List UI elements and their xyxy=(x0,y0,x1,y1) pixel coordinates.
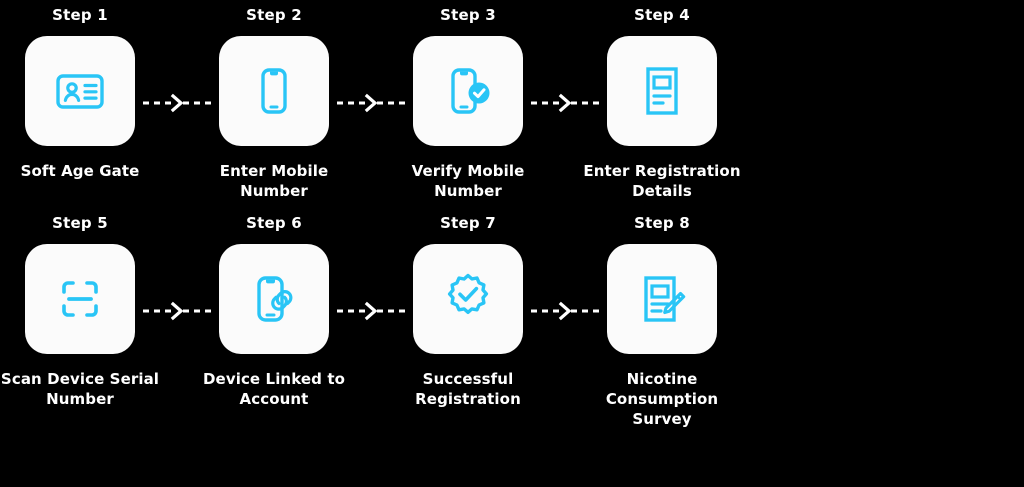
step-6-label: Device Linked to Account xyxy=(203,370,345,408)
connector-7-8 xyxy=(531,256,599,366)
phone-check-icon xyxy=(440,63,496,119)
step-3-icon-card[interactable] xyxy=(413,36,523,146)
connector-3-4 xyxy=(531,48,599,158)
step-8-number: Step 8 xyxy=(634,214,690,232)
step-1-label: Soft Age Gate xyxy=(20,162,140,180)
connector-5-6 xyxy=(143,256,211,366)
step-3-number: Step 3 xyxy=(440,6,496,24)
step-7-label: Successful Registration xyxy=(415,370,521,408)
step-6-icon-card[interactable] xyxy=(219,244,329,354)
step-2-icon-card[interactable] xyxy=(219,36,329,146)
step-4-label: Enter Registration Details xyxy=(583,162,741,200)
step-4-icon-card[interactable] xyxy=(607,36,717,146)
flow-rows: Step 1 Soft Age Gate xyxy=(0,0,778,429)
connector-6-7 xyxy=(337,256,405,366)
step-6[interactable]: Step 6 Device Linked to Account xyxy=(194,214,354,409)
step-5-label: Scan Device Serial Number xyxy=(0,370,160,408)
phone-link-icon xyxy=(246,271,302,327)
step-7-icon-card[interactable] xyxy=(413,244,523,354)
registration-form-icon xyxy=(634,63,690,119)
step-1-icon-card[interactable] xyxy=(25,36,135,146)
step-7-number: Step 7 xyxy=(440,214,496,232)
step-1-number: Step 1 xyxy=(52,6,108,24)
step-2[interactable]: Step 2 Enter Mobile Number xyxy=(194,6,354,201)
step-5-icon-card[interactable] xyxy=(25,244,135,354)
connector-1-2 xyxy=(143,48,211,158)
step-3[interactable]: Step 3 Verify Mobile Number xyxy=(388,6,548,201)
id-card-icon xyxy=(52,63,108,119)
survey-pencil-icon xyxy=(633,270,691,328)
step-3-label: Verify Mobile Number xyxy=(411,162,525,200)
step-4-number: Step 4 xyxy=(634,6,690,24)
mobile-phone-icon xyxy=(246,63,302,119)
flow-row-top: Step 1 Soft Age Gate xyxy=(0,0,778,201)
step-8-label: Nicotine Consumption Survey xyxy=(605,370,719,428)
scan-frame-icon xyxy=(52,271,108,327)
connector-2-3 xyxy=(337,48,405,158)
flow-row-bottom: Step 5 Scan Device Serial Number xyxy=(0,201,778,429)
step-1[interactable]: Step 1 Soft Age Gate xyxy=(0,6,160,181)
step-6-number: Step 6 xyxy=(246,214,302,232)
step-5-number: Step 5 xyxy=(52,214,108,232)
step-7[interactable]: Step 7 Successful Registration xyxy=(388,214,548,409)
step-8-icon-card[interactable] xyxy=(607,244,717,354)
verified-badge-check-icon xyxy=(439,270,497,328)
step-2-label: Enter Mobile Number xyxy=(219,162,329,200)
step-8[interactable]: Step 8 Nicotine Consumption Survey xyxy=(582,214,742,429)
step-4[interactable]: Step 4 Enter Registration Details xyxy=(582,6,742,201)
step-2-number: Step 2 xyxy=(246,6,302,24)
step-5[interactable]: Step 5 Scan Device Serial Number xyxy=(0,214,160,409)
